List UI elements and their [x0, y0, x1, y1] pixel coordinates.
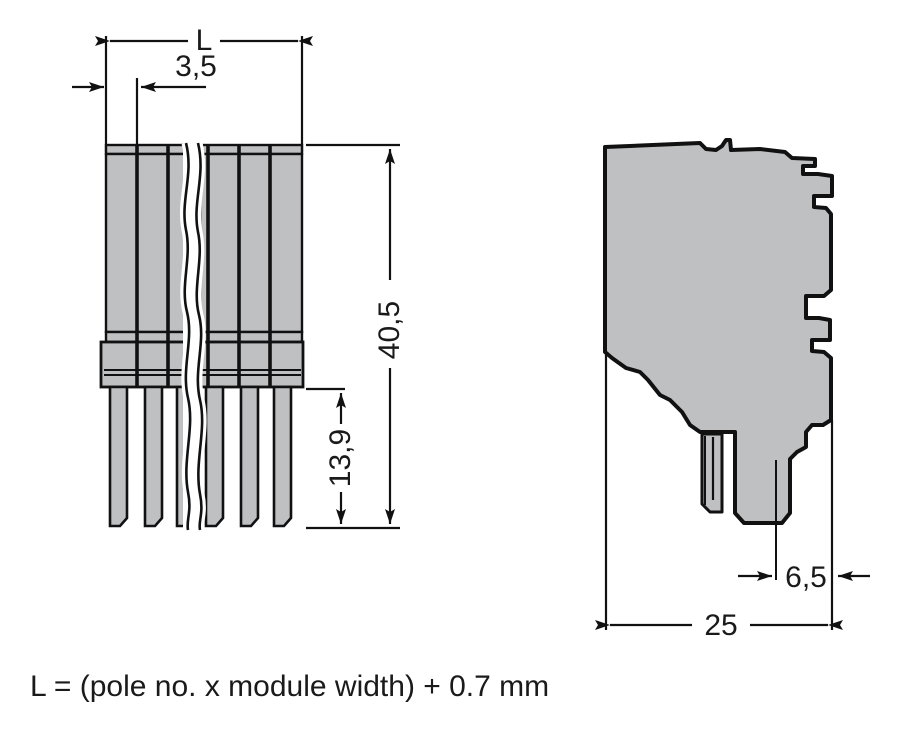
- front-horizontal-ext-lines: [306, 143, 400, 530]
- side-inner-slot: [700, 432, 724, 514]
- side-extension-lines: [604, 352, 834, 630]
- side-profile-outline: [603, 138, 834, 525]
- front-body-left-half: [99, 143, 183, 528]
- front-foot-slots-left: [104, 369, 183, 376]
- dim-side-width-label: 25: [704, 609, 737, 642]
- front-pins-right: [204, 385, 293, 528]
- break-line-left: [183, 142, 192, 531]
- dim-height-total: 40,5: [373, 149, 406, 524]
- front-pin: [108, 385, 129, 528]
- side-view: 6,5 25: [595, 138, 870, 642]
- dim-L-label: L: [196, 24, 213, 57]
- front-break-line: [179, 141, 207, 531]
- dim-pin-length: 13,9: [324, 393, 357, 524]
- break-line-right: [195, 142, 204, 531]
- front-foot-slots-right: [201, 369, 301, 376]
- front-extension-lines: [104, 36, 304, 152]
- front-pin: [175, 385, 183, 528]
- front-pole-separators-left: [135, 145, 170, 387]
- dim-side-width: 25: [595, 609, 843, 642]
- front-collar-left: [104, 330, 183, 344]
- front-pin: [272, 385, 293, 528]
- dim-side-pin-offset-label: 6,5: [785, 561, 827, 594]
- front-main-body-right: [198, 152, 304, 334]
- front-collar-right: [198, 330, 304, 344]
- dim-pin-length-label: 13,9: [324, 429, 357, 487]
- dim-side-pin-offset: 6,5: [738, 561, 870, 594]
- dim-height-total-label: 40,5: [373, 301, 406, 359]
- front-body-right-half: [198, 143, 305, 528]
- dim-pitch-label: 3,5: [175, 50, 217, 83]
- front-pins-left: [108, 385, 183, 528]
- front-pin: [143, 385, 164, 528]
- caption-formula: L = (pole no. x module width) + 0.7 mm: [30, 670, 549, 703]
- front-foot-block-right: [198, 340, 305, 389]
- front-pole-separators-right: [206, 145, 272, 387]
- front-pin: [204, 385, 225, 528]
- dim-pitch: 3,5: [141, 50, 217, 92]
- dim-L: L: [95, 24, 313, 57]
- front-pin: [239, 385, 260, 528]
- front-view: L 3,5: [72, 24, 406, 531]
- front-top-cap-right: [198, 143, 304, 156]
